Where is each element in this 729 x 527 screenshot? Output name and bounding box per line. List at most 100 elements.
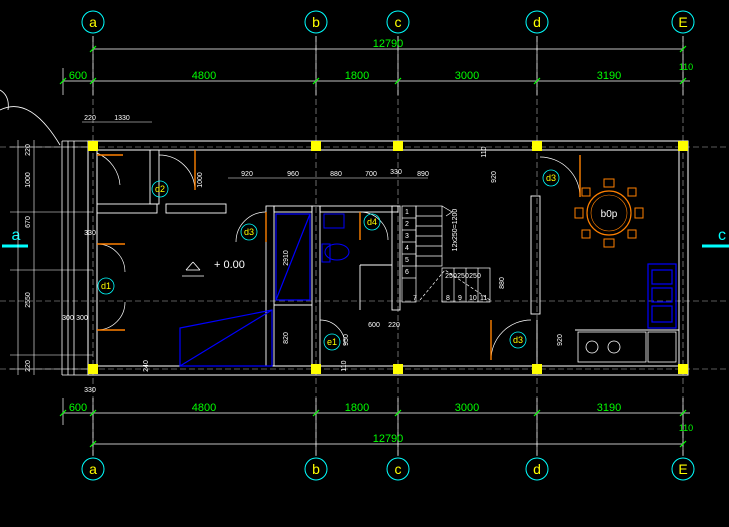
svg-text:d2: d2 bbox=[155, 184, 165, 194]
svg-text:920: 920 bbox=[241, 171, 253, 178]
svg-text:8: 8 bbox=[446, 295, 450, 302]
door-tag-d1: d1 bbox=[97, 277, 115, 295]
svg-text:d3: d3 bbox=[546, 173, 556, 183]
svg-text:1: 1 bbox=[405, 209, 409, 216]
elevation-marker: + 0.00 bbox=[182, 259, 245, 277]
svg-text:250: 250 bbox=[457, 273, 469, 280]
segment-dimension-bottom-4: 3000 bbox=[455, 402, 479, 414]
svg-text:820: 820 bbox=[283, 332, 290, 344]
svg-text:1000: 1000 bbox=[197, 172, 204, 188]
svg-text:12x250=1200: 12x250=1200 bbox=[452, 209, 459, 252]
svg-text:b: b bbox=[312, 14, 320, 30]
overall-dimension-bottom: 12790 bbox=[373, 433, 404, 445]
door-tag-d2: d2 bbox=[151, 180, 169, 198]
kitchen-counter bbox=[577, 331, 677, 363]
door-tag-d3-c: d3 bbox=[509, 331, 527, 349]
door-tag-d3-a: d3 bbox=[240, 223, 258, 241]
interior-walls bbox=[96, 149, 679, 367]
svg-text:600: 600 bbox=[368, 322, 380, 329]
svg-text:880: 880 bbox=[499, 277, 506, 289]
svg-text:950: 950 bbox=[343, 334, 350, 346]
svg-text:880: 880 bbox=[330, 171, 342, 178]
svg-text:+ 0.00: + 0.00 bbox=[214, 259, 245, 271]
svg-text:6: 6 bbox=[405, 269, 409, 276]
axis-bubble-b-top: b bbox=[304, 10, 328, 34]
svg-text:a: a bbox=[89, 14, 97, 30]
svg-text:3: 3 bbox=[405, 233, 409, 240]
door-tag-d3-b: d3 bbox=[542, 169, 560, 187]
overall-dimension-top: 12790 bbox=[373, 38, 404, 50]
svg-text:670: 670 bbox=[25, 216, 32, 228]
svg-text:250: 250 bbox=[469, 273, 481, 280]
svg-text:220: 220 bbox=[84, 115, 96, 122]
svg-text:890: 890 bbox=[417, 171, 429, 178]
axis-bubble-e-bottom: E bbox=[671, 457, 695, 481]
dining-table: b0p bbox=[586, 190, 632, 236]
svg-text:300: 300 bbox=[76, 315, 88, 322]
structural-columns bbox=[88, 141, 688, 374]
svg-text:4: 4 bbox=[405, 245, 409, 252]
svg-text:b0p: b0p bbox=[601, 209, 618, 220]
svg-text:330: 330 bbox=[84, 230, 96, 237]
top-detail-dimensions: 220 1330 920 960 880 700 330 890 920 110 bbox=[82, 115, 498, 183]
svg-text:2550: 2550 bbox=[25, 292, 32, 308]
staircase bbox=[401, 205, 491, 303]
segment-dimension-bottom-2: 4800 bbox=[192, 402, 216, 414]
segment-dimension-top-1: 600 bbox=[69, 70, 87, 82]
svg-text:d: d bbox=[533, 461, 541, 477]
svg-text:5: 5 bbox=[405, 257, 409, 264]
svg-text:d3: d3 bbox=[513, 335, 523, 345]
svg-text:7: 7 bbox=[413, 295, 417, 302]
svg-text:1330: 1330 bbox=[114, 115, 130, 122]
left-dimension-texts: 1000 670 2550 220 220 300 300 330 330 bbox=[25, 144, 96, 394]
svg-text:220: 220 bbox=[25, 360, 32, 372]
axis-bubble-d-top: d bbox=[525, 10, 549, 34]
section-marker-right: c bbox=[702, 227, 729, 248]
door-tag-e1: e1 bbox=[323, 333, 341, 351]
door-tag-d4: d4 bbox=[363, 213, 381, 231]
svg-text:700: 700 bbox=[365, 171, 377, 178]
segment-dimension-top-5: 3190 bbox=[597, 70, 621, 82]
end-dimension-top: 110 bbox=[679, 62, 693, 72]
svg-text:a: a bbox=[89, 461, 97, 477]
door-swings bbox=[96, 152, 581, 361]
toilet-sink-fixtures bbox=[321, 213, 350, 263]
svg-text:d3: d3 bbox=[244, 227, 254, 237]
svg-text:11: 11 bbox=[480, 295, 487, 302]
dimension-lines-left bbox=[10, 140, 93, 375]
stair-step-numbers: 1 2 3 4 5 6 7 8 9 10 11 bbox=[405, 209, 487, 302]
svg-text:1000: 1000 bbox=[25, 172, 32, 188]
svg-text:2910: 2910 bbox=[283, 250, 290, 266]
dimension-lines-bottom bbox=[62, 398, 690, 456]
dining-chairs bbox=[574, 178, 644, 248]
dimension-ticks-bottom bbox=[59, 409, 687, 448]
segment-dimension-bottom-3: 1800 bbox=[345, 402, 369, 414]
front-porch bbox=[0, 89, 88, 376]
svg-text:d4: d4 bbox=[367, 217, 377, 227]
svg-text:220: 220 bbox=[388, 322, 400, 329]
end-dimension-bottom: 110 bbox=[679, 423, 693, 433]
exterior-walls bbox=[87, 140, 689, 376]
svg-text:E: E bbox=[678, 14, 687, 30]
svg-text:110: 110 bbox=[481, 146, 488, 157]
svg-text:960: 960 bbox=[287, 171, 299, 178]
svg-text:b: b bbox=[312, 461, 320, 477]
svg-text:9: 9 bbox=[458, 295, 462, 302]
svg-text:250: 250 bbox=[445, 273, 457, 280]
axis-grid-lines bbox=[0, 36, 729, 455]
svg-text:10: 10 bbox=[469, 295, 477, 302]
axis-bubble-c-top: c bbox=[386, 10, 410, 34]
dimension-lines-top bbox=[62, 36, 690, 95]
segment-dimension-bottom-1: 600 bbox=[69, 402, 87, 414]
segment-dimension-top-2: 4800 bbox=[192, 70, 216, 82]
svg-text:d1: d1 bbox=[101, 281, 111, 291]
svg-text:920: 920 bbox=[557, 334, 564, 346]
svg-text:c: c bbox=[395, 461, 402, 477]
svg-text:920: 920 bbox=[491, 171, 498, 183]
svg-text:2: 2 bbox=[405, 221, 409, 228]
mid-detail-dimensions: 2910 820 950 600 220 240 110 880 920 100… bbox=[143, 172, 564, 372]
section-marker-left: a bbox=[2, 227, 28, 248]
segment-dimension-top-3: 1800 bbox=[345, 70, 369, 82]
svg-text:330: 330 bbox=[84, 387, 96, 394]
